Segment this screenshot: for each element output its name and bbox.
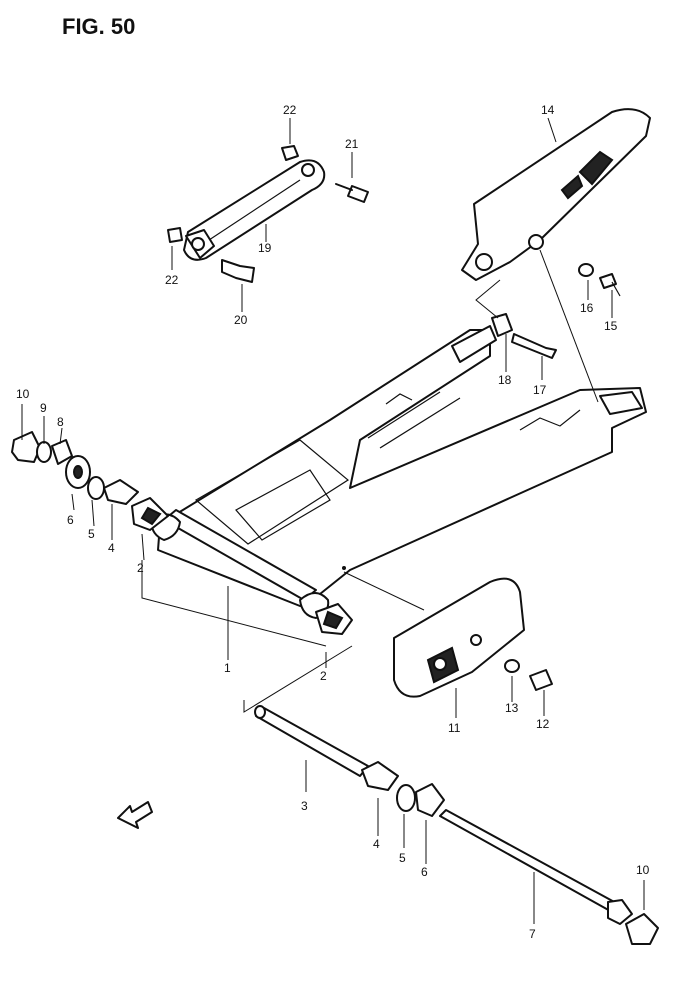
callout-21: 21: [345, 137, 359, 151]
callout-17: 17: [533, 383, 547, 397]
callout-labels: 10 9 8 6 5 4 2 1 2 3 4 5 6 7 10 11 12 13…: [16, 103, 650, 941]
chain-adjuster-part-11: [393, 577, 525, 698]
callout-13: 13: [505, 701, 519, 715]
callout-14: 14: [541, 103, 555, 117]
seal-part-6-left: [65, 455, 91, 489]
bushing-part-2-left: [131, 497, 169, 531]
callout-8: 8: [57, 415, 64, 429]
direction-arrow-icon: [117, 801, 153, 829]
upper-link-part-19: [183, 159, 326, 261]
washer-part-13: [504, 659, 520, 673]
washer-part-16: [578, 263, 594, 277]
nut-part-8: [51, 439, 73, 465]
washer-part-5-right: [396, 784, 416, 812]
callout-9: 9: [40, 401, 47, 415]
leader-lines: [21, 117, 645, 924]
callout-6-left: 6: [67, 513, 74, 527]
callout-5-left: 5: [88, 527, 95, 541]
washer-part-5-left: [87, 476, 105, 500]
callout-1: 1: [224, 661, 231, 675]
bolt-part-20: [221, 259, 255, 283]
spacer-part-4-left: [103, 479, 139, 505]
seal-part-6-right: [415, 783, 445, 817]
callout-18: 18: [498, 373, 512, 387]
callout-22-upper: 22: [283, 103, 297, 117]
chain-guard-part-14: [461, 108, 651, 281]
pivot-shaft-part-3: [254, 705, 369, 777]
nut-part-22-upper: [281, 145, 299, 161]
callout-16: 16: [580, 301, 594, 315]
figure-title: FIG. 50: [62, 14, 135, 39]
nut-part-22-lower: [167, 227, 183, 243]
callout-19: 19: [258, 241, 272, 255]
bolt-part-17: [511, 333, 557, 359]
callout-22-lower: 22: [165, 273, 179, 287]
callout-10-right: 10: [636, 863, 650, 877]
bushing-part-2-right: [315, 603, 353, 635]
spacer-part-4-right: [361, 761, 399, 791]
callout-7: 7: [529, 927, 536, 941]
callout-2-left: 2: [137, 561, 144, 575]
callout-20: 20: [234, 313, 248, 327]
callout-2-right: 2: [320, 669, 327, 683]
callout-3: 3: [301, 799, 308, 813]
cap-nut-part-10-right: [625, 913, 659, 945]
callout-4-left: 4: [108, 541, 115, 555]
callout-5-right: 5: [399, 851, 406, 865]
screw-part-12: [529, 669, 553, 691]
callout-4-right: 4: [373, 837, 380, 851]
callout-10-left: 10: [16, 387, 30, 401]
callout-12: 12: [536, 717, 550, 731]
cap-nut-part-10-left: [11, 431, 41, 463]
washer-part-9: [36, 441, 52, 463]
bolt-part-21: [335, 183, 369, 203]
axle-part-7: [439, 809, 633, 925]
callout-15: 15: [604, 319, 618, 333]
screw-part-15: [599, 273, 621, 297]
swingarm-part-1: [150, 325, 647, 619]
callout-6-right: 6: [421, 865, 428, 879]
collar-part-18: [491, 313, 513, 337]
callout-11: 11: [448, 721, 461, 735]
